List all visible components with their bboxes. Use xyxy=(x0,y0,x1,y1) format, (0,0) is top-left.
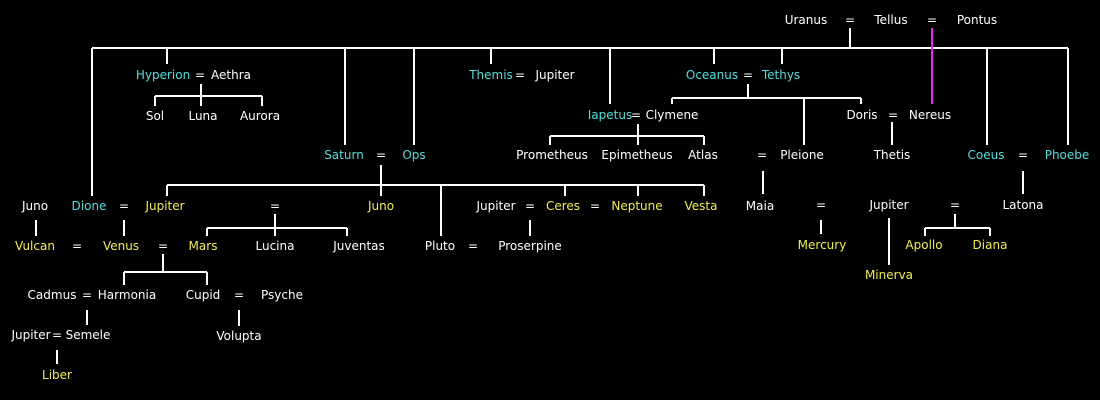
node-vulcan: Vulcan xyxy=(15,239,55,253)
marriage-sign: = xyxy=(270,199,280,213)
marriage-sign: = xyxy=(590,199,600,213)
node-volupta: Volupta xyxy=(216,329,261,343)
marriage-sign: = xyxy=(927,13,937,27)
node-cupid: Cupid xyxy=(186,288,221,302)
node-lucina: Lucina xyxy=(256,239,295,253)
node-jupiter-themis: Jupiter xyxy=(534,68,574,82)
node-proserpine: Proserpine xyxy=(498,239,562,253)
node-ops: Ops xyxy=(402,148,425,162)
node-venus: Venus xyxy=(103,239,139,253)
node-minerva: Minerva xyxy=(865,268,913,282)
node-pontus: Pontus xyxy=(957,13,997,27)
node-jupiter-semele: Jupiter xyxy=(10,328,50,342)
node-psyche: Psyche xyxy=(261,288,303,302)
connector-lines xyxy=(35,28,1069,364)
node-saturn: Saturn xyxy=(324,148,364,162)
node-semele: Semele xyxy=(66,328,111,342)
node-doris: Doris xyxy=(846,108,877,122)
node-diana: Diana xyxy=(973,238,1008,252)
marriage-sign: = xyxy=(195,68,205,82)
node-mars: Mars xyxy=(189,239,218,253)
marriage-sign: = xyxy=(468,239,478,253)
node-prometheus: Prometheus xyxy=(516,148,588,162)
marriage-sign: = xyxy=(816,198,826,212)
node-liber: Liber xyxy=(42,368,72,382)
node-iapetus: Iapetus xyxy=(588,108,632,122)
node-jupiter-ceres: Jupiter xyxy=(475,199,515,213)
node-phoebe: Phoebe xyxy=(1045,148,1090,162)
node-juventas: Juventas xyxy=(332,239,385,253)
node-apollo: Apollo xyxy=(905,238,942,252)
marriage-sign: = xyxy=(631,108,641,122)
node-pluto: Pluto xyxy=(425,239,455,253)
marriage-sign: = xyxy=(82,288,92,302)
marriage-sign: = xyxy=(52,328,62,342)
marriage-sign: = xyxy=(1018,148,1028,162)
marriage-sign: = xyxy=(515,68,525,82)
node-themis: Themis xyxy=(468,68,513,82)
node-oceanus: Oceanus xyxy=(686,68,738,82)
node-vesta: Vesta xyxy=(685,199,718,213)
node-epimetheus: Epimetheus xyxy=(601,148,672,162)
marriage-sign: = xyxy=(845,13,855,27)
node-dione: Dione xyxy=(72,199,107,213)
node-aethra: Aethra xyxy=(211,68,251,82)
node-mercury: Mercury xyxy=(798,238,847,252)
marriage-sign: = xyxy=(743,68,753,82)
node-luna: Luna xyxy=(188,109,217,123)
node-juno-left: Juno xyxy=(21,199,48,213)
node-harmonia: Harmonia xyxy=(98,288,156,302)
node-hyperion: Hyperion xyxy=(136,68,190,82)
node-coeus: Coeus xyxy=(968,148,1005,162)
marriage-sign: = xyxy=(888,108,898,122)
marriage-sign: = xyxy=(234,288,244,302)
node-aurora: Aurora xyxy=(240,109,280,123)
node-nereus: Nereus xyxy=(909,108,951,122)
marriage-sign: = xyxy=(376,148,386,162)
node-jupiter-latona: Jupiter xyxy=(868,198,908,212)
node-tellus: Tellus xyxy=(873,13,907,27)
marriage-sign: = xyxy=(158,239,168,253)
marriage-sign: = xyxy=(525,199,535,213)
node-latona: Latona xyxy=(1002,198,1043,212)
node-tethys: Tethys xyxy=(761,68,800,82)
node-maia: Maia xyxy=(746,199,774,213)
node-clymene: Clymene xyxy=(646,108,699,122)
node-sol: Sol xyxy=(146,109,164,123)
node-pleione: Pleione xyxy=(780,148,824,162)
node-cadmus: Cadmus xyxy=(28,288,77,302)
node-neptune: Neptune xyxy=(611,199,662,213)
node-jupiter-main: Jupiter xyxy=(144,199,184,213)
node-juno-main: Juno xyxy=(367,199,394,213)
marriage-sign: = xyxy=(757,148,767,162)
marriage-sign: = xyxy=(72,239,82,253)
node-atlas: Atlas xyxy=(688,148,718,162)
node-uranus: Uranus xyxy=(785,13,828,27)
node-ceres: Ceres xyxy=(546,199,580,213)
marriage-sign: = xyxy=(950,198,960,212)
marriage-sign: = xyxy=(119,199,129,213)
node-thetis: Thetis xyxy=(873,148,911,162)
